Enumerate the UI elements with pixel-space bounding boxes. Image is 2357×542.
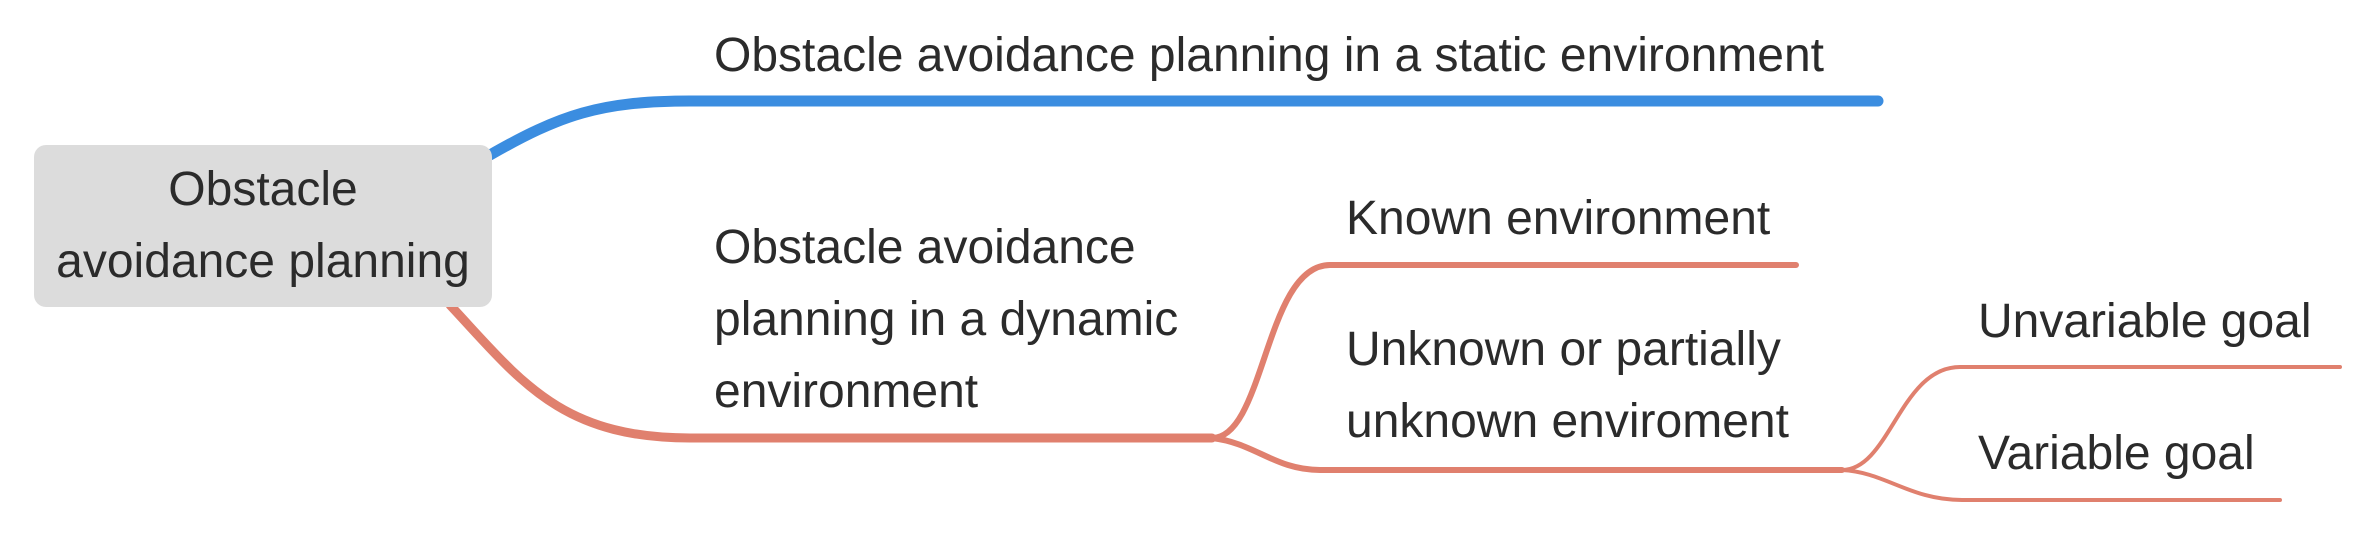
- variable-goal-connector: [1840, 468, 2282, 502]
- unvariable-goal-connector: [1840, 365, 2342, 472]
- branch-dynamic-label-line-3: environment: [714, 365, 979, 418]
- root-label-line-1: Obstacle: [168, 163, 358, 216]
- branch-dynamic-connector: [445, 300, 1217, 443]
- unknown-environment-label[interactable]: Unknown or partially unknown enviroment: [1346, 314, 1789, 458]
- branch-static-label[interactable]: Obstacle avoidance planning in a static …: [714, 29, 1824, 82]
- known-environment-connector: [1209, 262, 1799, 441]
- branch-dynamic-label-line-1: Obstacle avoidance: [714, 221, 1136, 274]
- root-node[interactable]: Obstacle avoidance planning: [34, 145, 492, 307]
- variable-goal-label[interactable]: Variable goal: [1978, 427, 2255, 480]
- unvariable-goal-label[interactable]: Unvariable goal: [1978, 295, 2312, 348]
- known-environment-label[interactable]: Known environment: [1346, 192, 1771, 245]
- unknown-environment-connector: [1209, 435, 1845, 473]
- branch-dynamic-label[interactable]: Obstacle avoidance planning in a dynamic…: [714, 212, 1178, 428]
- unknown-environment-label-line-1: Unknown or partially: [1346, 323, 1781, 376]
- branch-static-connector: [484, 95, 1884, 161]
- root-label-line-2: avoidance planning: [56, 235, 470, 288]
- unknown-environment-label-line-2: unknown enviroment: [1346, 395, 1789, 448]
- branch-dynamic-label-line-2: planning in a dynamic: [714, 293, 1179, 346]
- root-node-label: Obstacle avoidance planning: [43, 154, 483, 298]
